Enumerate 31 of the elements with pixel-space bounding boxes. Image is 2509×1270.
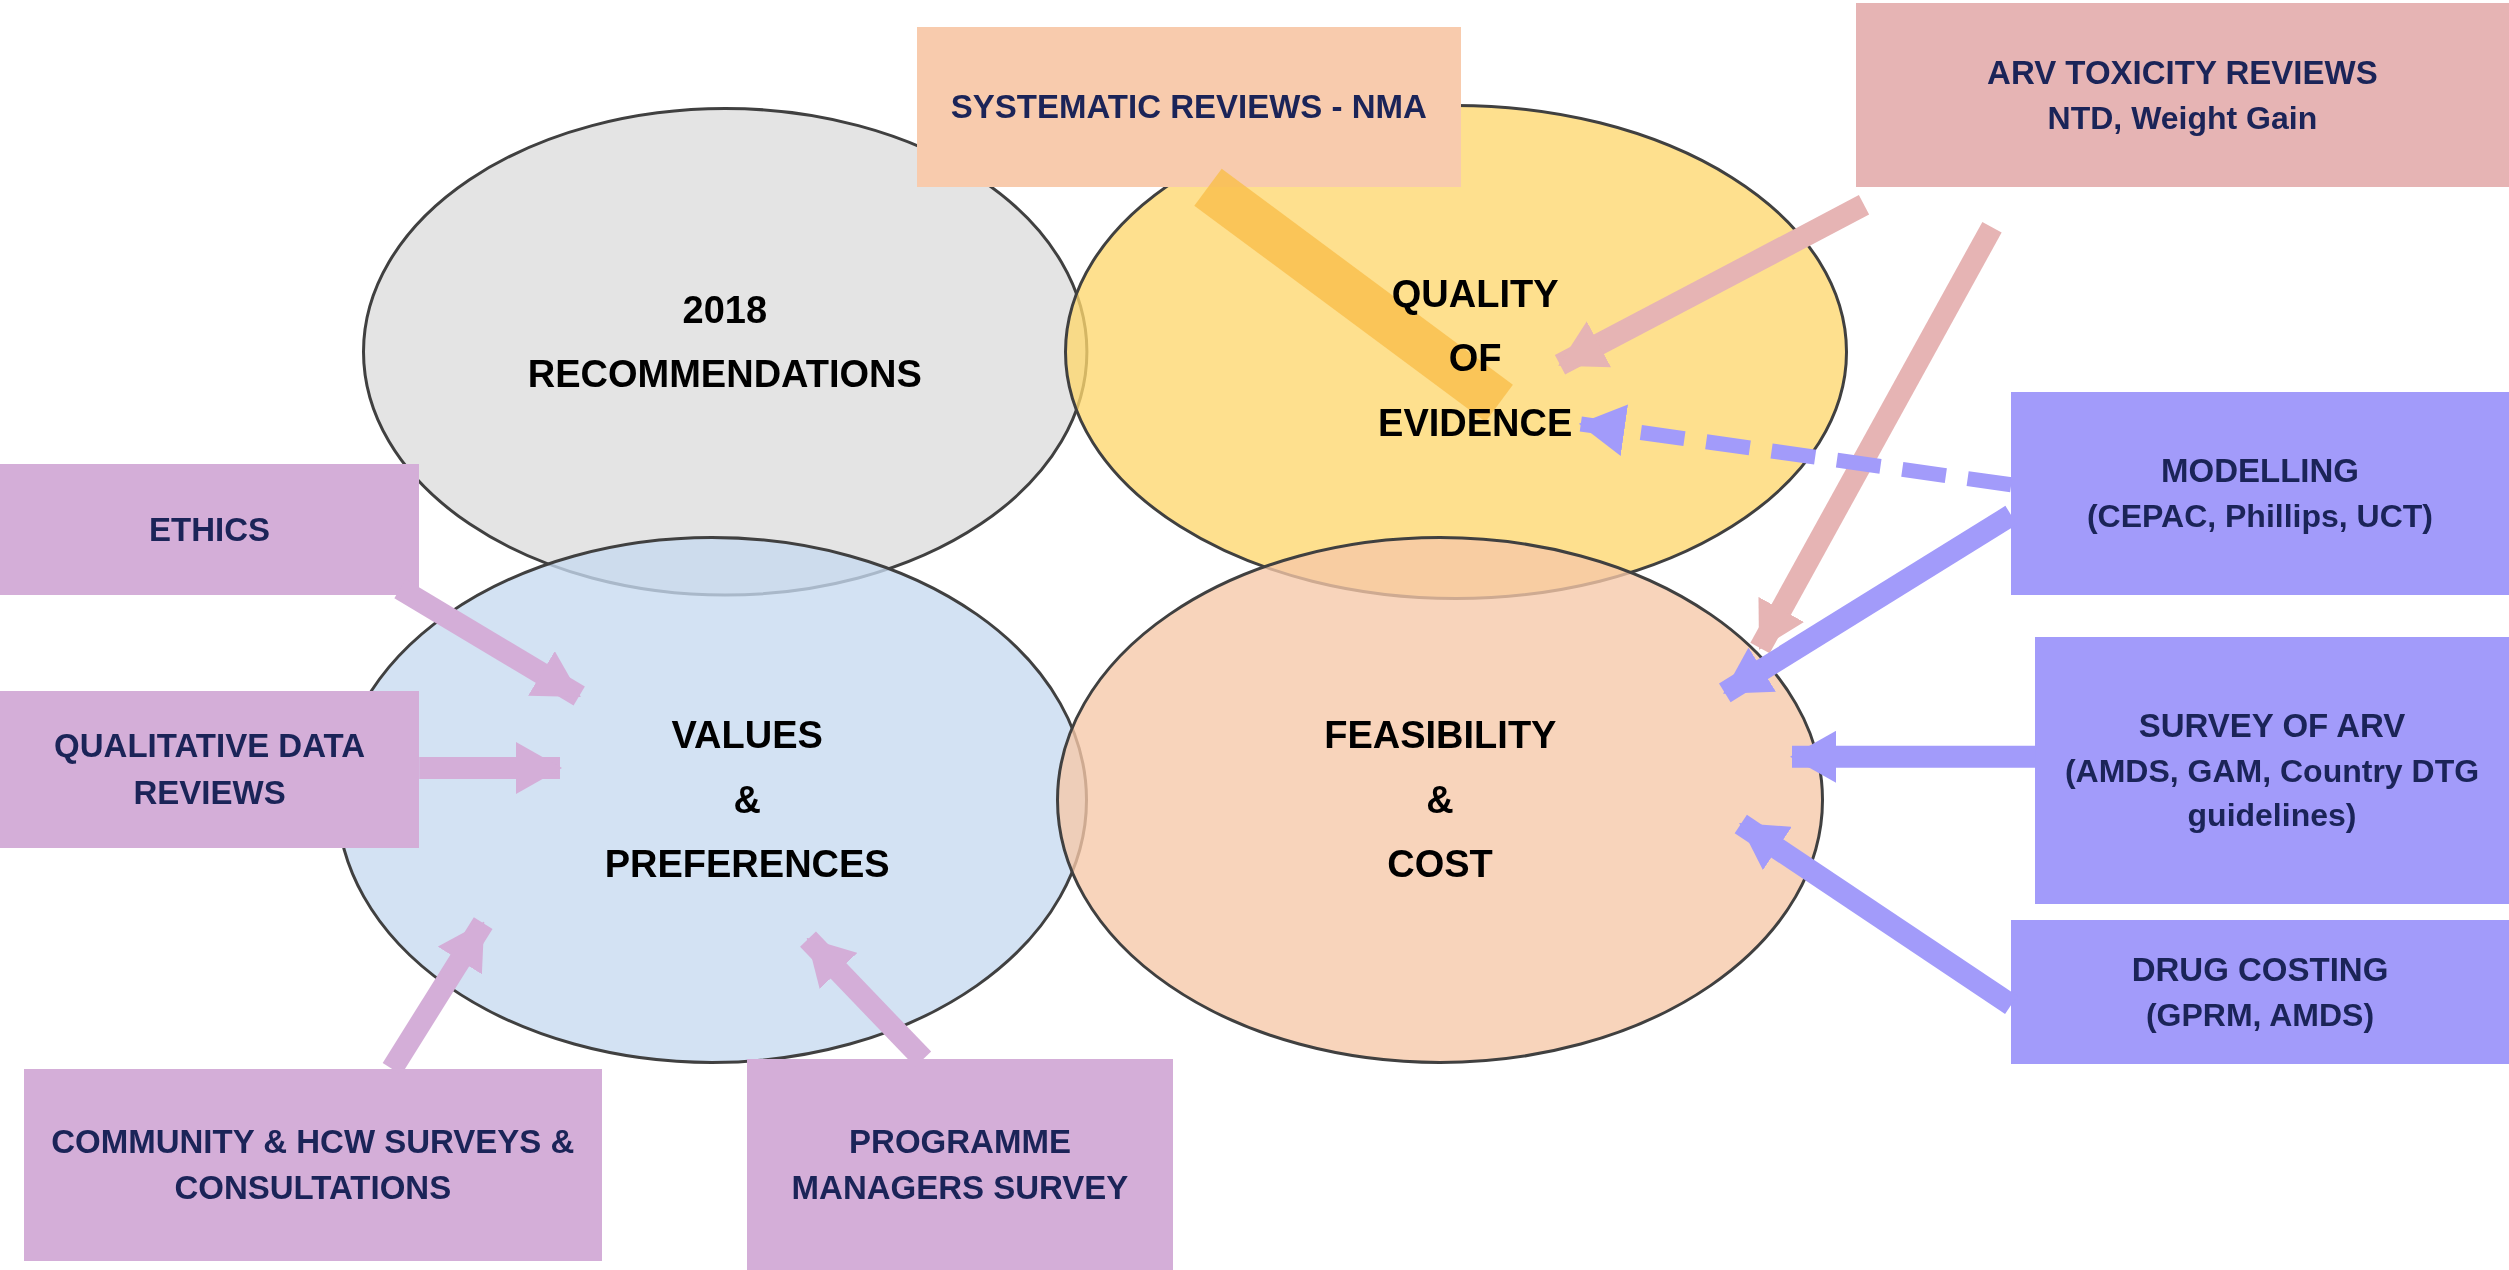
text-box bbox=[0, 691, 420, 848]
box-subtitle: (CEPAC, Phillips, UCT) bbox=[2085, 497, 2434, 537]
arrow bbox=[419, 742, 562, 794]
arrow bbox=[1578, 404, 2013, 493]
text-box bbox=[2011, 920, 2509, 1064]
arrow bbox=[1750, 221, 2002, 654]
connector-band bbox=[1194, 168, 1513, 422]
text-box bbox=[916, 27, 1461, 188]
box-title: MODELLING bbox=[2160, 451, 2360, 492]
text-box bbox=[1856, 3, 2509, 188]
text-box bbox=[2011, 392, 2509, 596]
text-box bbox=[24, 1068, 602, 1261]
ellipse-label: FEASIBILITY & COST bbox=[1324, 713, 1556, 888]
box-subtitle: (GPRM, AMDS) bbox=[2144, 995, 2376, 1035]
box-subtitle: NTD, Weight Gain bbox=[2046, 98, 2319, 138]
box-title: COMMUNITY & HCW SURVEYS & CONSULTATIONS bbox=[50, 1121, 576, 1208]
text-box bbox=[2035, 636, 2509, 904]
box-title: PROGRAMME MANAGERS SURVEY bbox=[790, 1121, 1130, 1208]
text-box bbox=[747, 1059, 1173, 1270]
box-subtitle: (AMDS, GAM, Country DTG guidelines) bbox=[2063, 751, 2481, 836]
box-title: SURVEY OF ARV bbox=[2137, 705, 2407, 746]
box-title: SYSTEMATIC REVIEWS - NMA bbox=[949, 87, 1428, 128]
text-box bbox=[0, 464, 420, 596]
ellipse-label: 2018 RECOMMENDATIONS bbox=[527, 287, 922, 398]
ellipse-label: VALUES & PREFERENCES bbox=[604, 713, 890, 888]
box-title: ETHICS bbox=[148, 509, 272, 550]
box-title: DRUG COSTING bbox=[2130, 949, 2390, 990]
arrow bbox=[1790, 730, 2036, 783]
box-title: ARV TOXICITY REVIEWS bbox=[1986, 52, 2379, 93]
ellipse-label: QUALITY OF EVIDENCE bbox=[1378, 271, 1573, 446]
box-title: QUALITATIVE DATA REVIEWS bbox=[53, 726, 367, 813]
